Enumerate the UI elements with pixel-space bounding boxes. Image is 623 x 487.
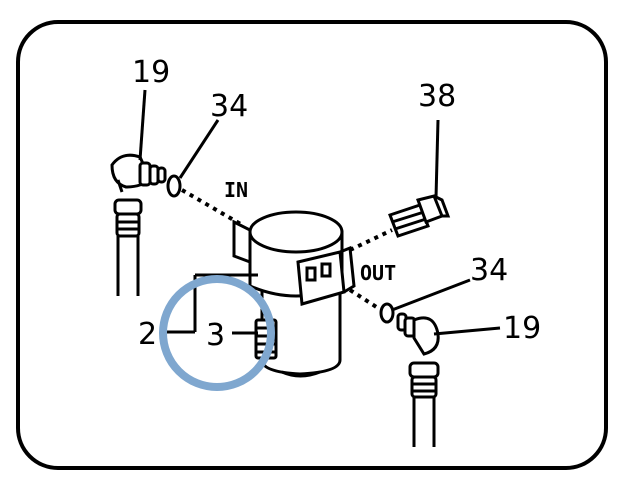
- callout-19-lower: 19: [503, 311, 541, 346]
- outlet-label: OUT: [360, 261, 396, 285]
- hose-lower-right: [408, 361, 440, 447]
- callout-2: 2: [138, 317, 157, 352]
- inlet-label: IN: [224, 178, 248, 202]
- diagram-frame: [16, 20, 608, 470]
- highlight-circle: [159, 275, 275, 391]
- inlet-flow-line: [180, 188, 246, 228]
- mounting-bolt: [388, 194, 451, 238]
- callout-3: 3: [206, 318, 225, 353]
- oring-upper-left: [166, 174, 182, 198]
- callout-34-lower: 34: [470, 253, 508, 288]
- outlet-flow-line: [348, 288, 380, 310]
- hose-upper-left: [113, 198, 143, 296]
- elbow-fitting-lower-right: [396, 312, 440, 356]
- elbow-fitting-upper-left: [110, 153, 167, 193]
- oring-lower-right: [379, 302, 395, 324]
- leader-lines: [138, 89, 501, 336]
- callout-34-upper: 34: [210, 89, 248, 124]
- callout-19-upper: 19: [132, 55, 170, 90]
- filter-housing: [232, 210, 356, 378]
- callout-38: 38: [418, 79, 456, 114]
- bolt-line: [349, 228, 393, 252]
